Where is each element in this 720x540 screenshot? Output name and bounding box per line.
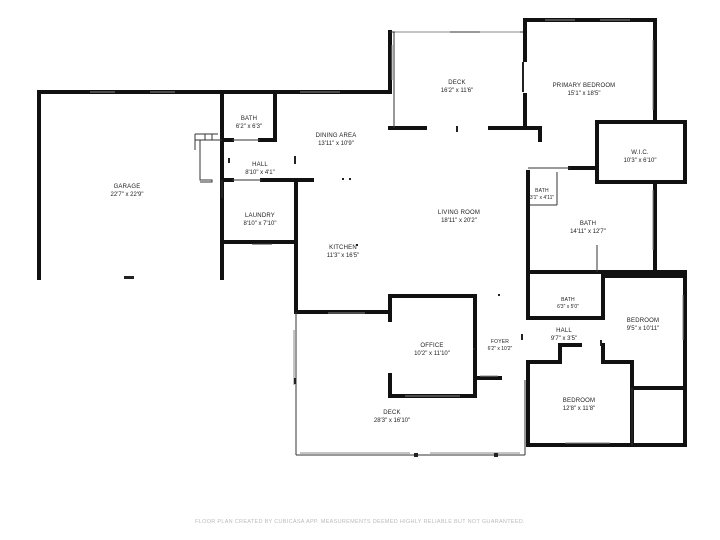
room-name-bedroom-1: BEDROOM xyxy=(627,318,659,324)
room-name-kitchen: KITCHEN xyxy=(329,245,357,251)
room-dim-bath-small: 3'1" x 4'11" xyxy=(530,195,554,201)
primary-suite-walls xyxy=(522,18,687,274)
room-dim-bedroom-2: 12'8" x 11'8" xyxy=(563,406,595,412)
room-name-garage: GARAGE xyxy=(114,184,141,190)
room-name-laundry: LAUNDRY xyxy=(245,213,275,219)
room-name-deck-top: DECK xyxy=(448,80,465,86)
room-name-foyer: FOYER xyxy=(491,339,509,345)
room-name-bedroom-2: BEDROOM xyxy=(563,398,595,404)
room-name-hall-2: HALL xyxy=(556,328,572,334)
room-dim-bedroom-1: 9'5" x 10'11" xyxy=(627,326,659,332)
south-wing-walls xyxy=(521,270,687,447)
room-dim-kitchen: 11'3" x 16'5" xyxy=(327,253,359,259)
room-labels: GARAGE 22'7" x 22'9" BATH 6'2" x 6'3" DI… xyxy=(111,80,660,424)
deck-top-walls xyxy=(390,31,525,128)
room-name-office: OFFICE xyxy=(420,343,443,349)
room-name-bath-small: BATH xyxy=(535,188,549,194)
room-dim-deck-bottom: 28'3" x 16'10" xyxy=(374,418,410,424)
utility-walls xyxy=(194,90,392,280)
office-walls xyxy=(388,294,502,398)
room-dim-primary-bedroom: 15'1" x 18'5" xyxy=(568,91,601,97)
room-name-bath-1: BATH xyxy=(241,116,257,122)
room-name-dining-area: DINING AREA xyxy=(316,133,357,139)
room-name-deck-bottom: DECK xyxy=(383,410,400,416)
room-name-bath-primary: BATH xyxy=(580,221,596,227)
room-dim-garage: 22'7" x 22'9" xyxy=(111,192,144,198)
room-dim-living-room: 18'11" x 20'2" xyxy=(441,218,477,224)
room-dim-hall-2: 9'7" x 3'5" xyxy=(551,336,577,342)
room-name-bath-2: BATH xyxy=(561,297,575,303)
room-name-living-room: LIVING ROOM xyxy=(438,210,480,216)
room-dim-foyer: 6'2" x 10'2" xyxy=(488,346,513,352)
deck-bottom-walls xyxy=(293,312,526,457)
room-name-wic: W.I.C. xyxy=(631,150,649,156)
footer-disclaimer: FLOOR PLAN CREATED BY CUBICASA APP. MEAS… xyxy=(195,519,525,525)
room-dim-office: 10'2" x 11'10" xyxy=(414,351,450,357)
room-dim-wic: 10'3" x 6'10" xyxy=(624,158,657,164)
room-dim-laundry: 8'10" x 7'10" xyxy=(244,221,277,227)
garage-post xyxy=(124,276,134,279)
room-name-primary-bedroom: PRIMARY BEDROOM xyxy=(553,83,616,89)
room-name-hall-1: HALL xyxy=(252,162,268,168)
room-dim-dining-area: 13'11" x 10'9" xyxy=(318,141,354,147)
room-dim-hall-1: 8'10" x 4'1" xyxy=(245,170,275,176)
room-dim-bath-1: 6'2" x 6'3" xyxy=(236,124,262,130)
room-dim-bath-2: 6'3" x 5'0" xyxy=(557,304,579,310)
living-walls xyxy=(294,30,527,314)
room-dim-deck-top: 16'2" x 11'6" xyxy=(441,88,473,94)
room-dim-bath-primary: 14'11" x 12'7" xyxy=(570,229,606,235)
